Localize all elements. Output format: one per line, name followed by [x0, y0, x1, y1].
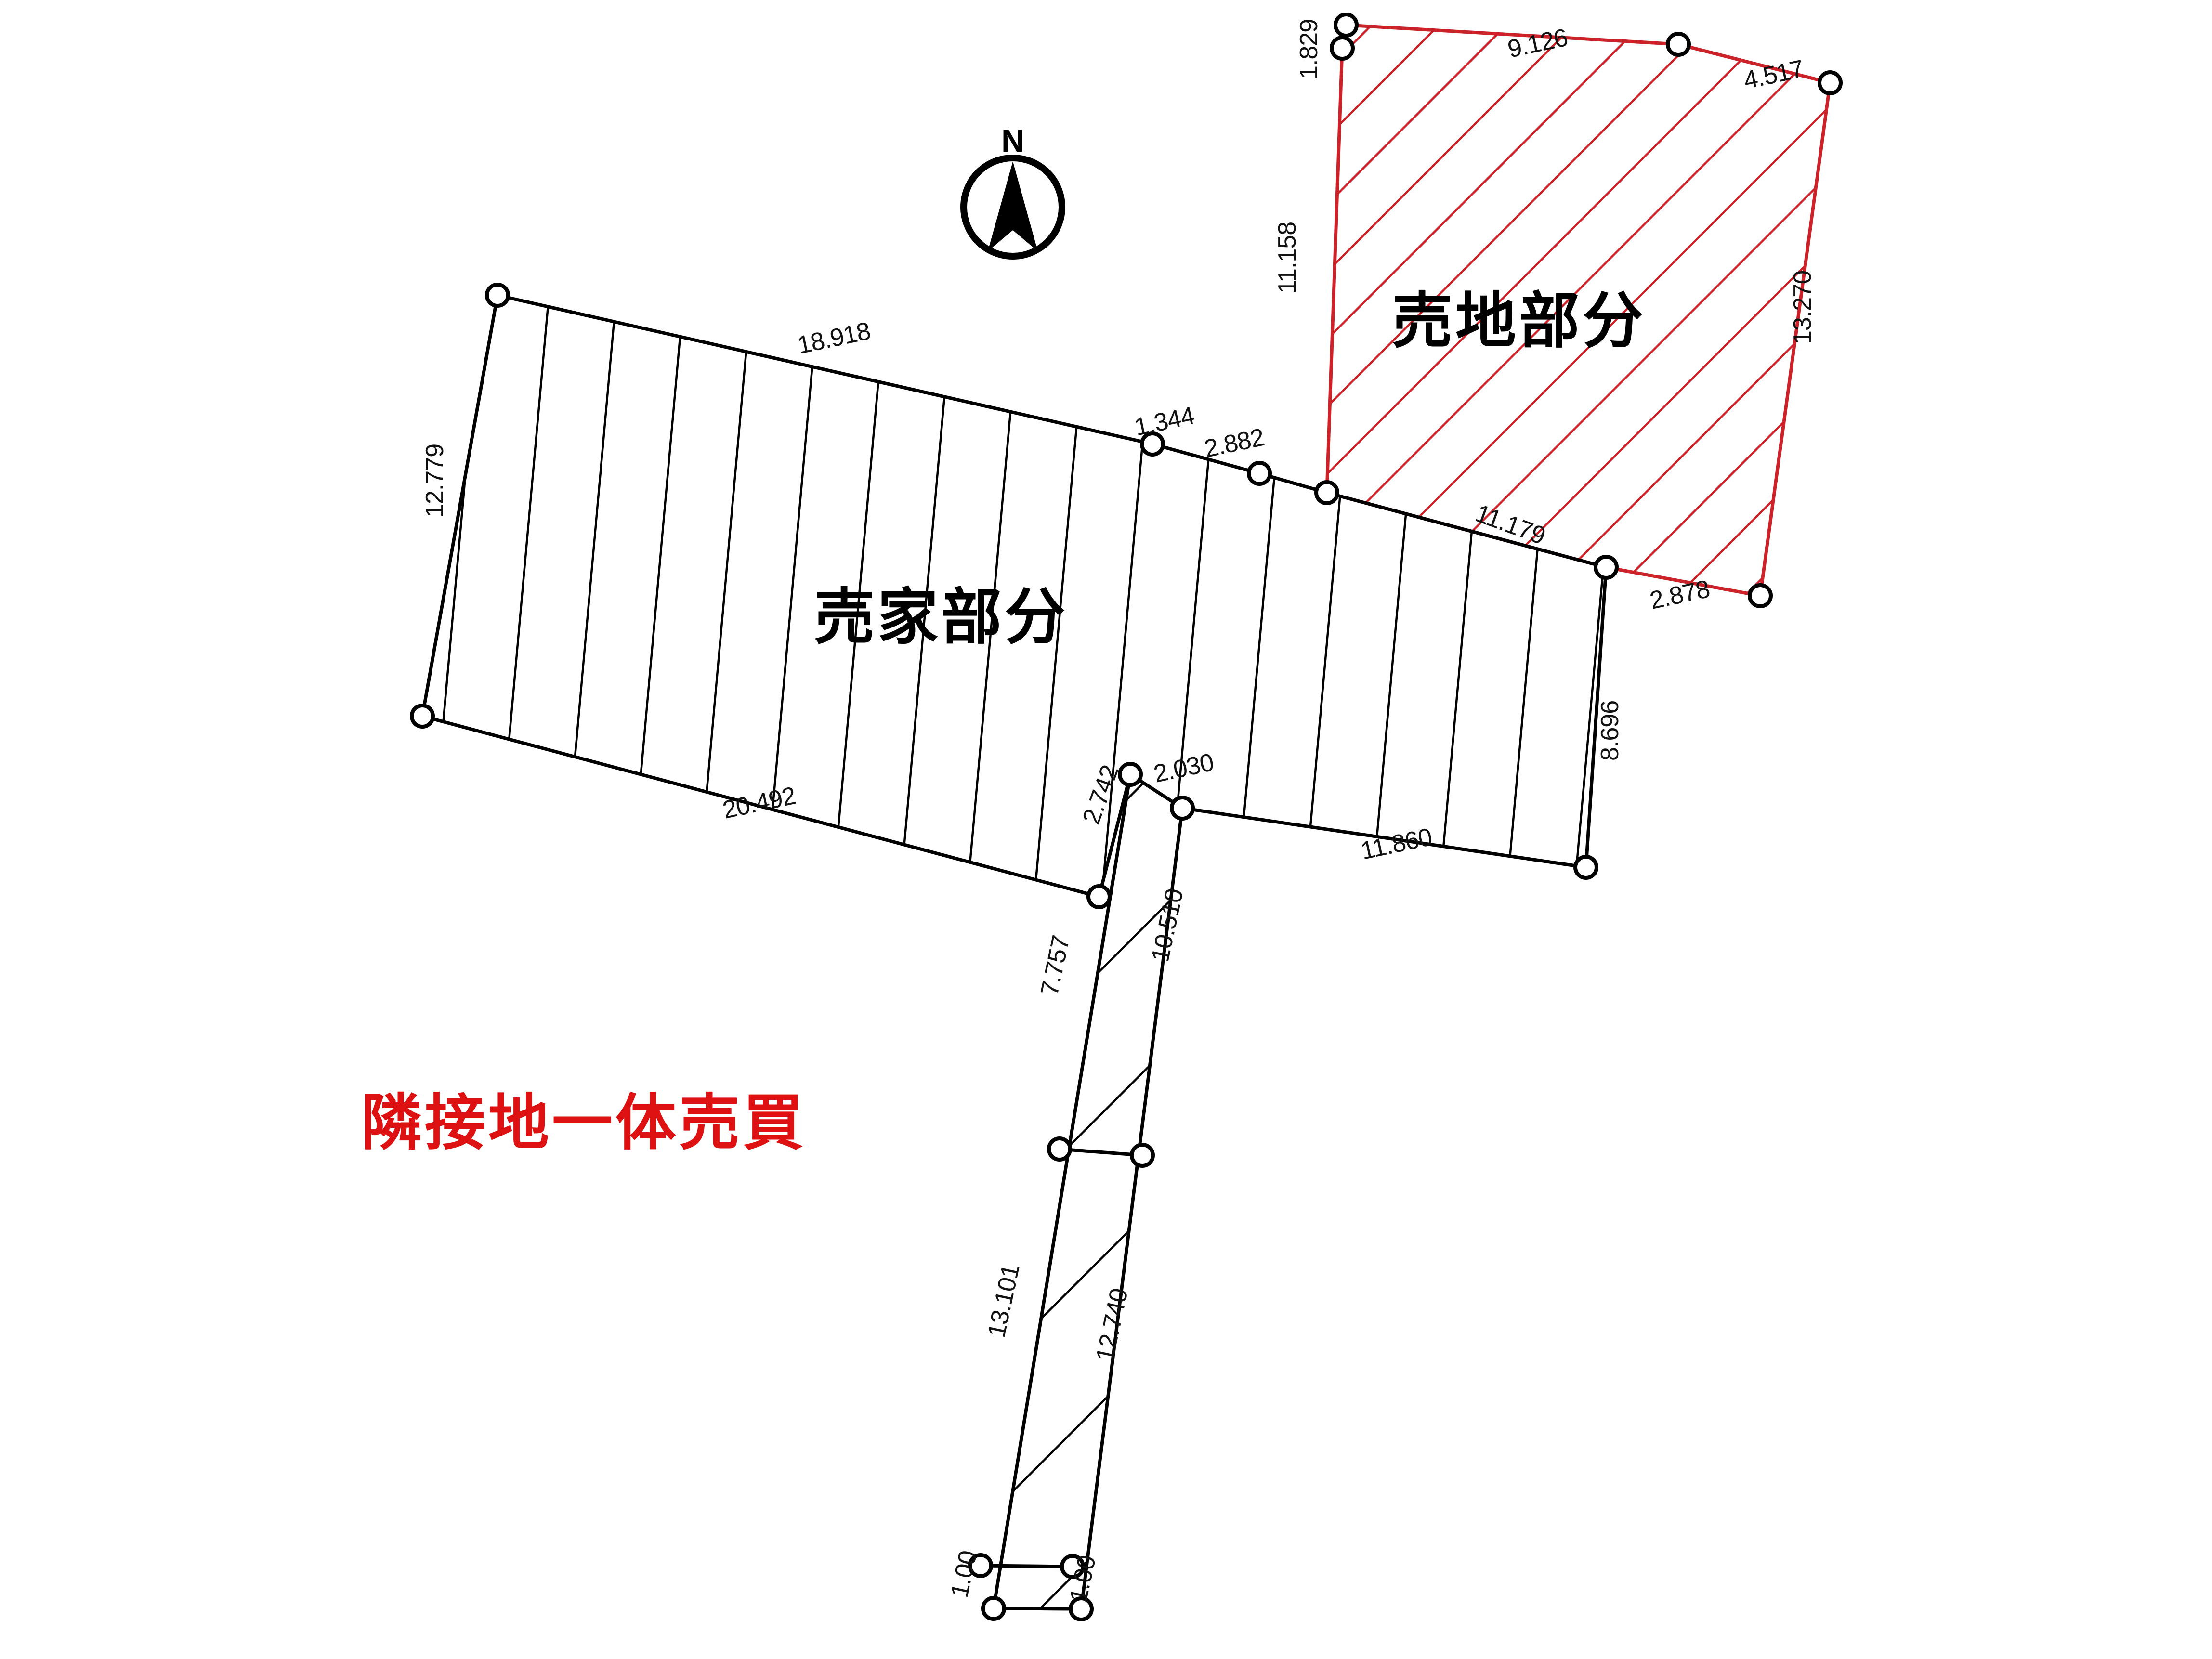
dimension-label: 2.742	[1077, 762, 1124, 828]
driveway-bottom-edge	[992, 1607, 1083, 1611]
corner-node	[1330, 36, 1355, 61]
sale-house-text: 売家部分	[814, 583, 1068, 651]
corner-node	[1118, 762, 1143, 787]
parcel-sale-land	[1325, 23, 1832, 598]
corner-node	[1140, 431, 1165, 457]
corner-node	[981, 1596, 1006, 1621]
dimension-label: 13.101	[982, 1262, 1025, 1340]
corner-node	[485, 283, 510, 308]
corner-node	[1247, 461, 1272, 486]
hatch-sale-land	[1327, 25, 1830, 596]
parcel-driveway	[979, 772, 1184, 1611]
corner-node	[1047, 1136, 1072, 1162]
dimension-label: 12.740	[1091, 1286, 1134, 1364]
driveway-tick-lower	[979, 1564, 1074, 1568]
boundary-sale-land	[1325, 23, 1832, 598]
compass-circle	[960, 155, 1065, 260]
sale-land-text: 売地部分	[1392, 287, 1646, 355]
notice-text: 隣接地一体売買	[361, 1089, 806, 1157]
corner-node	[1334, 13, 1359, 38]
dimension-label: 12.779	[421, 444, 449, 518]
dimension-label: 11.860	[1358, 823, 1434, 865]
dimension-label: 11.158	[1273, 222, 1301, 294]
corner-node	[1573, 855, 1598, 880]
dimension-label: 2.878	[1647, 575, 1712, 615]
dimension-label: 9.126	[1505, 24, 1570, 64]
dimension-label: 4.517	[1741, 55, 1806, 95]
dimension-label: 8.696	[1596, 701, 1624, 761]
dimension-label: 1.344	[1132, 402, 1197, 442]
corner-node	[1086, 884, 1112, 909]
dimension-label: 20.492	[720, 782, 798, 824]
dimension-label: 7.757	[1035, 933, 1075, 998]
north-letter: N	[1001, 123, 1024, 158]
corner-node	[968, 1553, 993, 1578]
corner-node	[1069, 1596, 1094, 1621]
dimension-label: 1.829	[1295, 19, 1323, 79]
dimension-label: 13.270	[1789, 271, 1817, 344]
dimension-label: 1.00	[945, 1548, 982, 1600]
dimension-label: 2.882	[1202, 423, 1266, 463]
corner-node	[1594, 555, 1619, 580]
corner-node	[1060, 1554, 1085, 1579]
hatch-driveway	[994, 774, 1182, 1609]
corner-node	[1314, 480, 1339, 505]
corner-node-layer	[410, 13, 1843, 1621]
compass-needle-icon	[988, 161, 1038, 251]
north-arrow: N	[960, 123, 1065, 260]
corner-node	[410, 704, 435, 729]
corner-node	[1130, 1143, 1155, 1168]
dimension-label: 10.510	[1146, 887, 1189, 965]
driveway-tick-upper	[1058, 1147, 1144, 1157]
corner-node	[1748, 583, 1773, 608]
corner-node	[1818, 70, 1843, 95]
dimension-label: 18.918	[795, 317, 873, 360]
corner-node	[1170, 796, 1195, 821]
dimension-label: 2.030	[1151, 748, 1216, 788]
corner-node	[1666, 32, 1691, 57]
